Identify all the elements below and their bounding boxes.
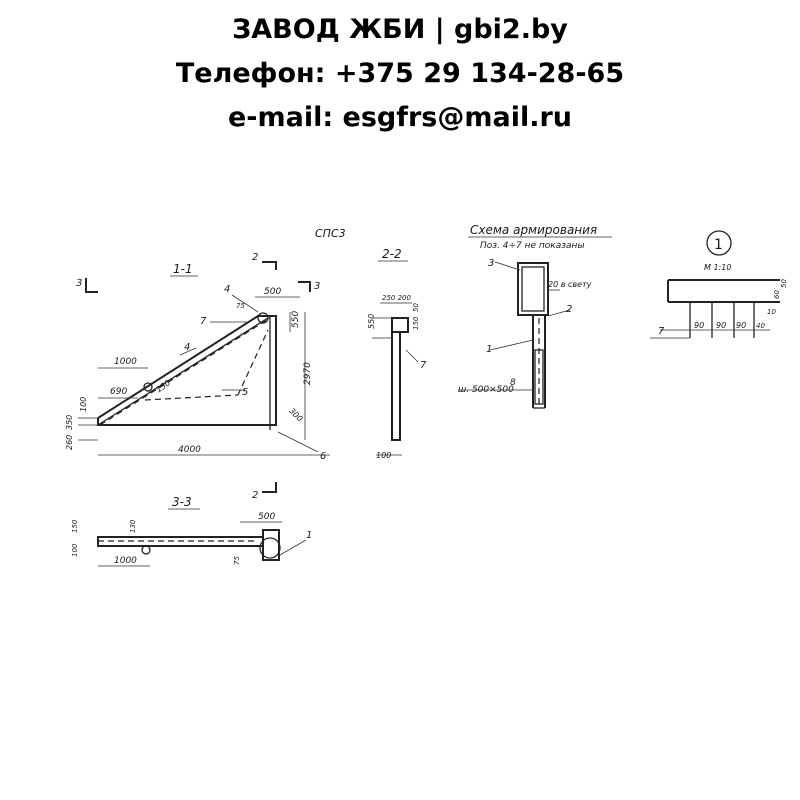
node-number: 1: [714, 237, 723, 253]
dim-100: 100: [79, 397, 88, 412]
node-scale: М 1:10: [704, 263, 731, 272]
pos-2: 2: [566, 304, 572, 315]
dim-550: 550: [291, 311, 301, 328]
dim-150: 150: [412, 316, 420, 330]
scheme-note: Поз. 4÷7 не показаны: [480, 241, 585, 251]
dim-75-section3: 75: [233, 556, 241, 565]
dim-260: 260: [65, 435, 74, 450]
section-2-2-view: 2-2 250 200 550 50 150 7 100: [367, 247, 427, 460]
dim-300: 300: [287, 406, 304, 423]
section-2-2-label: 2-2: [382, 247, 402, 261]
scheme-title: Схема армирования: [470, 223, 597, 237]
pos-7-node: 7: [658, 326, 665, 337]
section-3-3-view: 3-3 2 1 500 1000 150 100 130 75: [71, 482, 312, 567]
cut-mark-2-top: 2: [252, 252, 258, 263]
pos-6: 6: [320, 451, 326, 462]
dim-2970: 2970: [303, 362, 313, 385]
node-1-detail: 1 М 1:10 90 90 90 40 10 60 50 7: [650, 230, 788, 339]
section-3-3-label: 3-3: [172, 495, 192, 509]
cut-mark-2-bottom: 2: [252, 490, 258, 501]
reinforcement-scheme: Схема армирования Поз. 4÷7 не показаны 2…: [458, 223, 612, 409]
pos-3: 3: [488, 258, 494, 269]
dim-10: 10: [767, 308, 776, 316]
dim-690: 690: [110, 387, 127, 397]
dim-550-2: 550: [367, 314, 376, 329]
section-1-1-view: 1-1 4000 2970 550 500 75 1000 690 130 10…: [65, 227, 346, 462]
pos-5: 5: [242, 387, 248, 398]
pos-7-section2: 7: [420, 360, 427, 371]
section-1-1-label: 1-1: [173, 262, 193, 276]
dim-4000: 4000: [178, 445, 201, 455]
pos-1-section3: 1: [306, 530, 312, 541]
dim-100-section2: 100: [376, 451, 391, 460]
dim-130-section3: 130: [129, 519, 137, 533]
dim-350: 350: [65, 415, 74, 430]
pos-4-top: 4: [224, 284, 230, 295]
dim-1000-section3: 1000: [114, 556, 137, 566]
dim-20-light: 20 в свету: [548, 280, 592, 289]
pos-7-left: 7: [200, 316, 207, 327]
dim-90-b: 90: [716, 321, 726, 330]
dim-250-200: 250 200: [382, 294, 411, 302]
dim-50-node: 50: [780, 279, 788, 288]
dim-150-section3: 150: [71, 519, 79, 533]
dim-60: 60: [773, 290, 781, 299]
cut-mark-3-left: 3: [76, 278, 82, 289]
dim-500-section3: 500: [258, 512, 275, 522]
dim-75: 75: [236, 302, 245, 310]
dim-grid: ш. 500×500: [458, 385, 514, 395]
dim-40: 40: [756, 322, 765, 330]
dim-90-a: 90: [694, 321, 704, 330]
dim-50: 50: [412, 303, 420, 312]
pos-4: 4: [184, 342, 190, 353]
pos-1: 1: [486, 344, 492, 355]
dim-1000: 1000: [114, 357, 137, 367]
dim-100-section3: 100: [71, 543, 79, 557]
pos-8: 8: [510, 378, 516, 388]
mark-sps3: СПС3: [315, 227, 346, 240]
header-phone: Телефон: +375 29 134-28-65: [175, 58, 625, 89]
dim-500-top: 500: [264, 287, 281, 297]
header-email: e-mail: esgfrs@mail.ru: [227, 102, 573, 133]
header-title: ЗАВОД ЖБИ | gbi2.by: [232, 14, 568, 45]
cut-mark-3-right: 3: [314, 281, 320, 292]
dim-90-c: 90: [736, 321, 746, 330]
header: ЗАВОД ЖБИ | gbi2.by Телефон: +375 29 134…: [0, 8, 800, 140]
